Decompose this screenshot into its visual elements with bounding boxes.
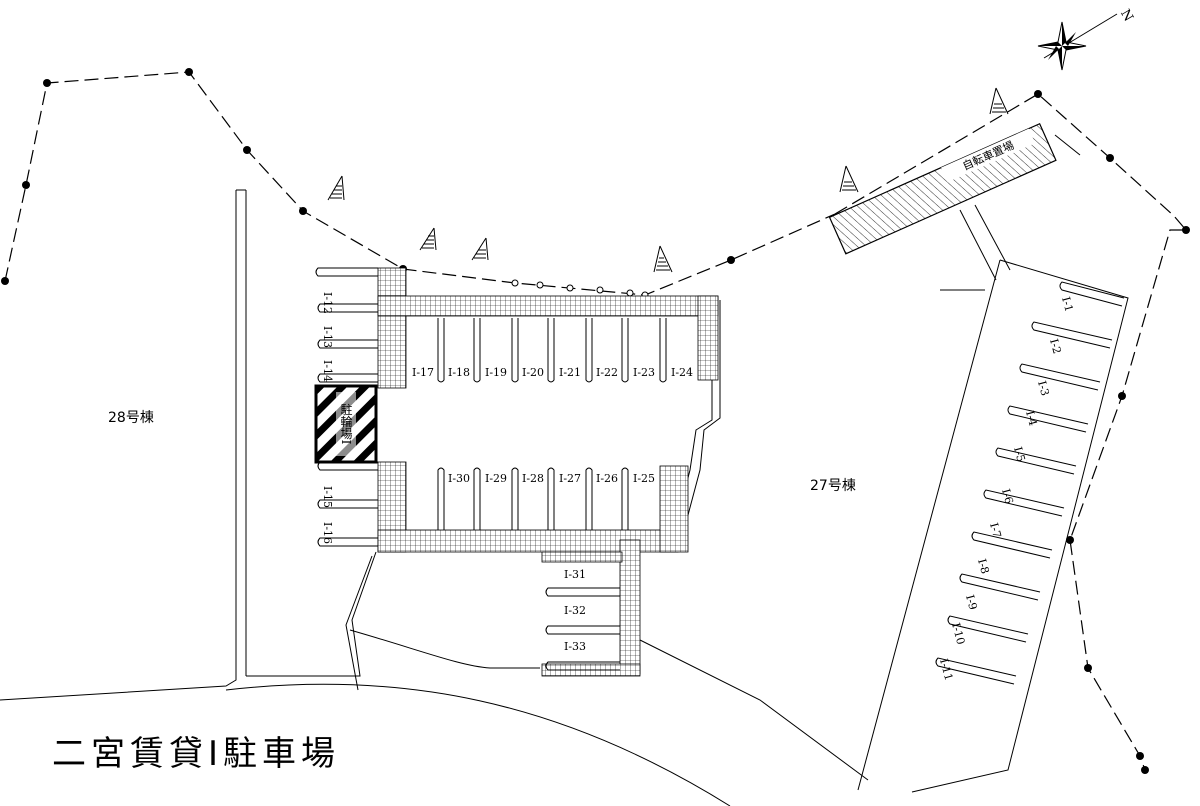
right-parking-stalls xyxy=(935,281,1125,685)
space-label: I-26 xyxy=(596,472,618,485)
top-parking-stalls xyxy=(437,318,667,383)
left-parking-stalls xyxy=(315,267,378,547)
space-label: I-18 xyxy=(448,366,470,379)
slope-symbols xyxy=(327,87,1009,273)
lower-parking-stalls xyxy=(545,587,620,671)
right-space-labels: I-1 I-2 I-3 I-4 I-5 I-6 I-7 I-8 I-9 I-10… xyxy=(937,295,1075,682)
space-label: I-19 xyxy=(485,366,507,379)
map-title: 二宮賃貸Ⅰ駐車場 xyxy=(52,734,341,774)
bottom-parking-stalls xyxy=(437,467,629,530)
paved-aisles xyxy=(377,267,719,677)
space-label: I-5 xyxy=(1011,445,1027,463)
space-label: I-1 xyxy=(1059,295,1075,313)
storage-label: 駐輪場I xyxy=(339,402,353,444)
space-label: I-30 xyxy=(448,472,470,485)
space-label: I-12 xyxy=(321,292,334,314)
space-label: I-33 xyxy=(564,640,586,653)
space-label: I-15 xyxy=(321,486,334,508)
space-label: I-24 xyxy=(671,366,693,379)
lower-space-labels: I-31 I-32 I-33 xyxy=(564,568,586,653)
space-label: I-22 xyxy=(596,366,618,379)
space-label: I-25 xyxy=(633,472,655,485)
space-label: I-6 xyxy=(999,487,1015,505)
space-label: I-13 xyxy=(321,326,334,348)
space-label: I-17 xyxy=(412,366,434,379)
space-label: I-29 xyxy=(485,472,507,485)
space-label: I-4 xyxy=(1023,409,1039,427)
space-label: I-9 xyxy=(963,593,979,611)
building-labels: 28号棟 27号棟 xyxy=(108,410,856,494)
north-label: N xyxy=(1117,7,1136,24)
space-label: I-31 xyxy=(564,568,586,581)
space-label: I-3 xyxy=(1035,379,1051,397)
bicycle-parking: 自転車置場 xyxy=(828,122,1057,255)
space-label: I-21 xyxy=(559,366,581,379)
space-label: I-10 xyxy=(949,621,967,646)
space-label: I-14 xyxy=(321,360,334,382)
space-label: I-11 xyxy=(937,657,955,682)
space-label: I-23 xyxy=(633,366,655,379)
space-label: I-20 xyxy=(522,366,544,379)
site-boundary xyxy=(1,68,1190,774)
building-28-label: 28号棟 xyxy=(108,410,154,426)
left-space-labels: I-12 I-13 I-14 I-15 I-16 xyxy=(321,292,334,544)
bottom-space-labels: I-30 I-29 I-28 I-27 I-26 I-25 xyxy=(448,472,655,485)
space-label: I-32 xyxy=(564,604,586,617)
space-label: I-27 xyxy=(559,472,581,485)
storage-block: 駐輪場I xyxy=(314,384,378,464)
building-27-label: 27号棟 xyxy=(810,478,856,494)
space-label: I-7 xyxy=(987,521,1003,539)
space-label: I-28 xyxy=(522,472,544,485)
space-label: I-16 xyxy=(321,522,334,544)
space-label: I-2 xyxy=(1047,337,1063,355)
top-space-labels: I-17 I-18 I-19 I-20 I-21 I-22 I-23 I-24 xyxy=(412,366,693,379)
space-label: I-8 xyxy=(975,557,991,575)
road-outlines xyxy=(0,134,1129,806)
north-arrow-icon: N xyxy=(1037,7,1136,71)
